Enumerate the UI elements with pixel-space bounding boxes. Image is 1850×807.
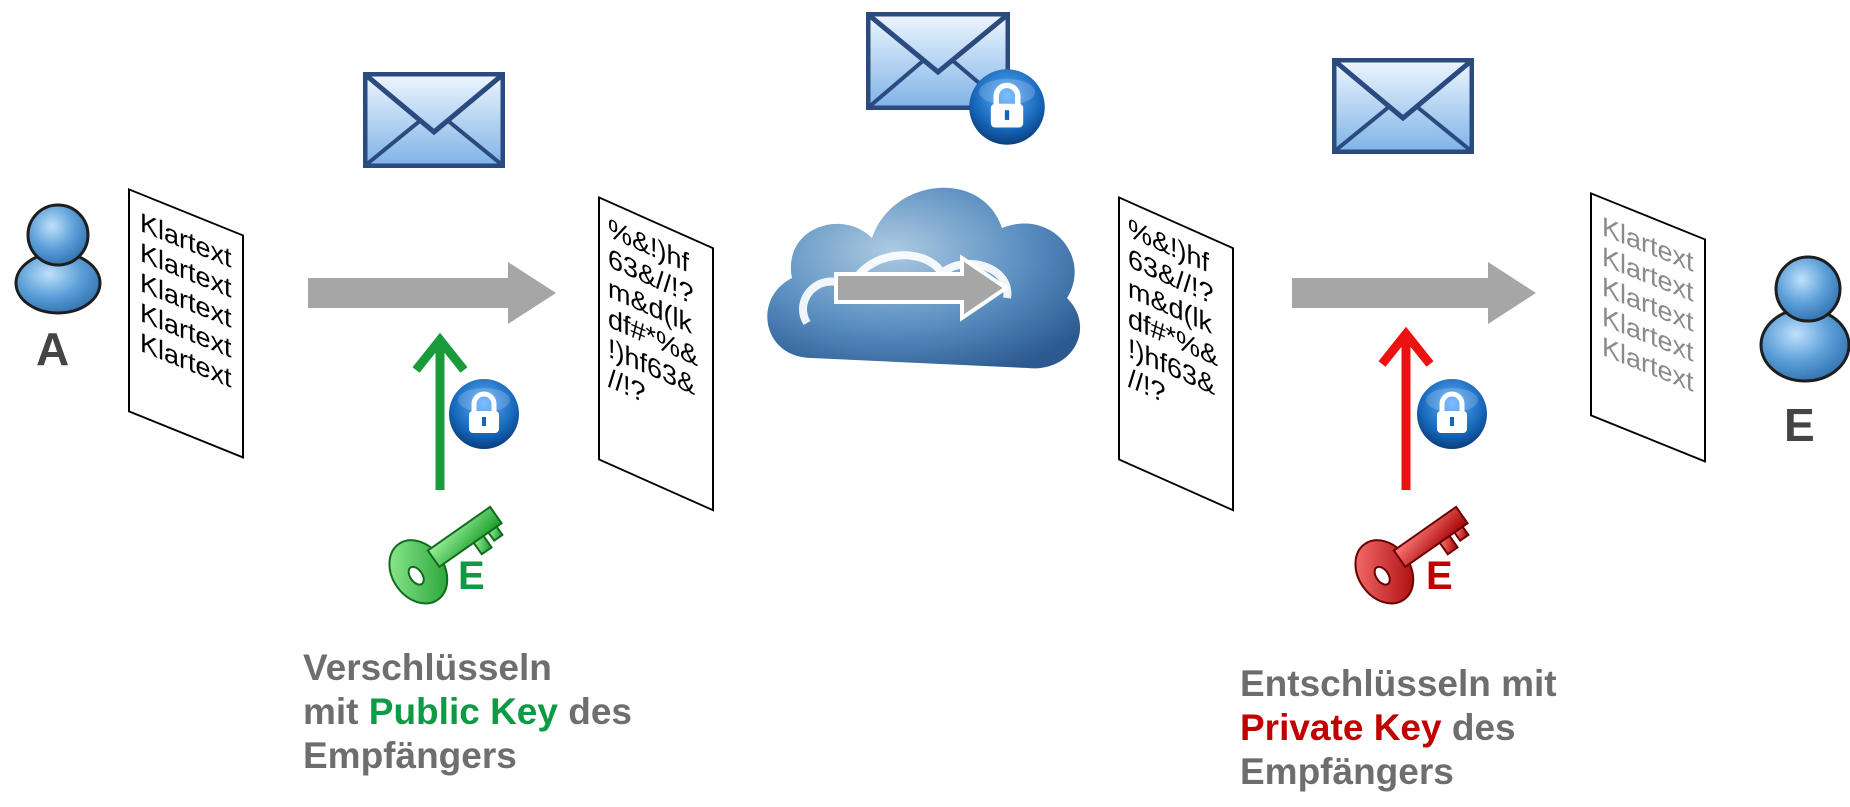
plaintext-document: Klartext Klartext Klartext Klartext Klar… [128, 188, 244, 459]
cloud-icon [767, 187, 1081, 369]
lock-icon [969, 69, 1045, 145]
encrypt-caption: Verschlüsseln mit Public Key des Empfäng… [303, 647, 633, 776]
decrypted-plaintext-document: Klartext Klartext Klartext Klartext Klar… [1590, 192, 1706, 463]
plaintext-lines: Klartext Klartext Klartext Klartext Klar… [1602, 210, 1694, 398]
receiver-label: E [1784, 399, 1815, 451]
lock-icon [1417, 379, 1487, 449]
public-key-letter: E [458, 554, 485, 598]
envelope-icon [1332, 58, 1474, 154]
private-key-letter: E [1426, 554, 1453, 598]
ciphertext-lines: %&!)hf 63&//!? m&d(lk df#*%& !)hf63& //!… [608, 212, 699, 410]
public-key-icon [388, 505, 504, 605]
ciphertext-lines: %&!)hf 63&//!? m&d(lk df#*%& !)hf63& //!… [1128, 212, 1219, 410]
sender-label: A [36, 323, 70, 375]
receiver-person-icon [1759, 255, 1850, 383]
decrypt-flow-arrow-icon [1292, 262, 1536, 324]
sender-person-icon [14, 203, 102, 315]
public-key-term: Public Key [368, 691, 558, 732]
public-key-up-arrow-icon [412, 332, 468, 490]
envelope-icon [363, 72, 505, 168]
private-key-icon [1354, 505, 1470, 605]
decrypt-caption: Entschlüsseln mit Private Key des Empfän… [1240, 663, 1557, 792]
private-key-up-arrow-icon [1378, 326, 1434, 490]
private-key-term: Private Key [1240, 707, 1442, 748]
lock-icon [449, 379, 519, 449]
encrypt-flow-arrow-icon [308, 262, 556, 324]
ciphertext-document-right: %&!)hf 63&//!? m&d(lk df#*%& !)hf63& //!… [1118, 196, 1234, 512]
plaintext-lines: Klartext Klartext Klartext Klartext Klar… [140, 206, 232, 394]
ciphertext-document-left: %&!)hf 63&//!? m&d(lk df#*%& !)hf63& //!… [598, 196, 714, 512]
